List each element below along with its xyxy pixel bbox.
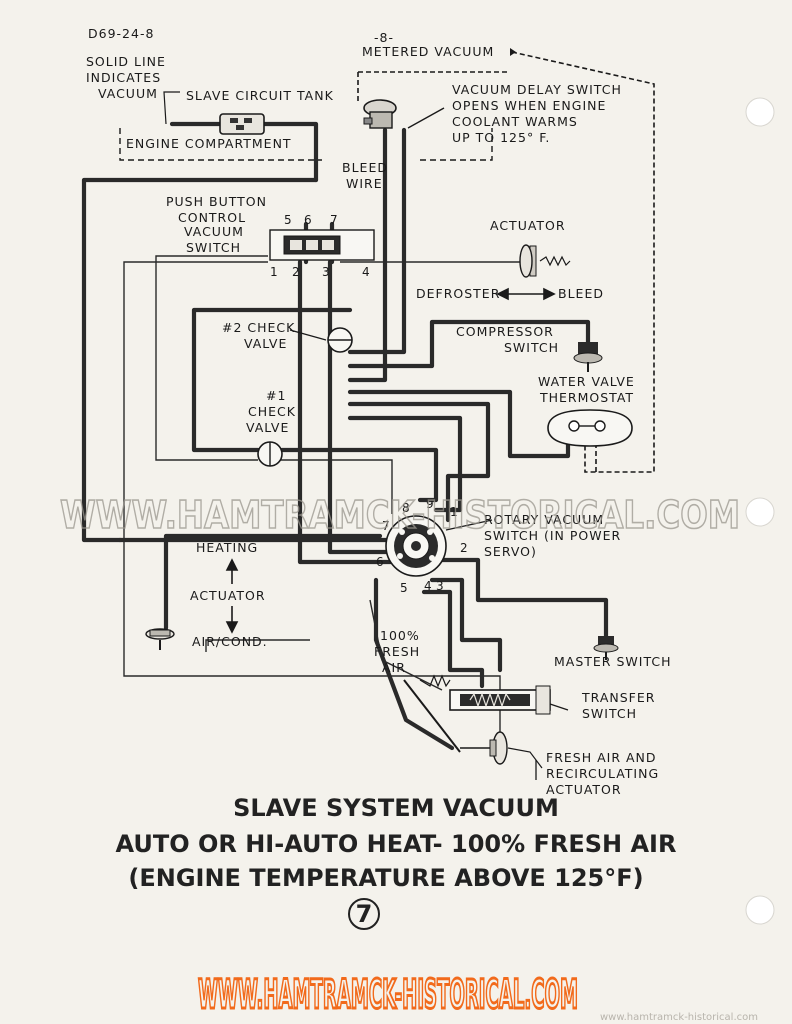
transfer-switch-label-1: TRANSFER <box>581 690 655 705</box>
binder-hole-top <box>745 97 775 127</box>
figure-number-circle <box>348 898 380 930</box>
fresh-air-label-3: AIR <box>382 660 406 675</box>
slave-circuit-tank <box>219 113 265 135</box>
watermark-bottom: WWW.HAMTRAMCK-HISTORICAL.COM <box>198 972 578 1018</box>
binder-hole-middle <box>745 497 775 527</box>
rotary-switch-label-1: ROTARY VACUUM <box>484 512 604 527</box>
push-port-4: 4 <box>362 265 370 279</box>
check-valve-1-label-1: #1 <box>266 388 286 403</box>
fresh-air-label-2: FRESH <box>374 644 420 659</box>
solid-line-label-2: INDICATES <box>86 70 161 85</box>
water-valve-thermostat <box>547 409 633 447</box>
water-valve-label-2: THERMOSTAT <box>539 390 634 405</box>
rotary-port-5: 5 <box>400 581 408 595</box>
transfer-switch <box>419 674 551 715</box>
aircond-label: AIR/COND. <box>192 634 268 649</box>
recirc-actuator-label-1: FRESH AIR AND <box>546 750 657 765</box>
metered-vacuum-dashed-line <box>357 51 655 473</box>
rotary-port-6: 6 <box>376 555 384 569</box>
check-valve-2-label-2: VALVE <box>244 336 287 351</box>
check-valve-1-label-2: CHECK <box>248 404 296 419</box>
rotary-port-8: 8 <box>402 501 410 515</box>
delay-switch-label-3: COOLANT WARMS <box>452 114 578 129</box>
title-line-1: SLAVE SYSTEM VACUUM <box>233 794 559 822</box>
push-button-label-3: VACUUM <box>184 224 244 239</box>
binder-hole-bottom <box>745 895 775 925</box>
push-port-1: 1 <box>270 265 278 279</box>
bleed-wire-label-2: WIRE <box>346 176 383 191</box>
recirculating-actuator <box>460 731 508 765</box>
push-button-label-4: SWITCH <box>186 240 241 255</box>
rotary-port-4: 4 <box>424 579 432 593</box>
rotary-vacuum-switch <box>385 515 447 577</box>
push-port-7: 7 <box>330 213 338 227</box>
water-valve-label-1: WATER VALVE <box>538 374 635 389</box>
delay-switch-label-1: VACUUM DELAY SWITCH <box>452 82 622 97</box>
push-port-3: 3 <box>322 265 330 279</box>
push-port-6: 6 <box>304 213 312 227</box>
metered-vacuum-label: METERED VACUUM <box>362 44 494 59</box>
actuator-top-label: ACTUATOR <box>490 218 566 233</box>
solid-line-label-1: SOLID LINE <box>86 54 166 69</box>
rotary-port-1: 1 <box>450 505 458 519</box>
bleed-label: BLEED <box>558 286 604 301</box>
delay-switch-label-4: UP TO 125° F. <box>452 130 550 145</box>
delay-switch-label-2: OPENS WHEN ENGINE <box>452 98 606 113</box>
watermark-middle: WWW.HAMTRAMCK-HISTORICAL.COM <box>60 493 740 537</box>
push-button-label-1: PUSH BUTTON <box>166 194 267 209</box>
actuator-mid-label: ACTUATOR <box>190 588 266 603</box>
rotary-port-2: 2 <box>460 541 468 555</box>
slave-tank-label: SLAVE CIRCUIT TANK <box>186 88 334 103</box>
bleed-wire-label-1: BLEED <box>342 160 388 175</box>
solid-line-label-3: VACUUM <box>98 86 158 101</box>
compressor-switch-label-2: SWITCH <box>504 340 559 355</box>
master-switch <box>593 636 619 660</box>
defroster-actuator <box>519 244 571 278</box>
title-line-3: (ENGINE TEMPERATURE ABOVE 125°F) <box>128 864 643 892</box>
compressor-switch-label-1: COMPRESSOR <box>456 324 554 339</box>
recirc-actuator-label-3: ACTUATOR <box>546 782 622 797</box>
engine-compartment-label: ENGINE COMPARTMENT <box>126 136 292 151</box>
rotary-port-7: 7 <box>382 519 390 533</box>
figure-number: 7 <box>356 900 373 928</box>
watermark-corner: www.hamtramck-historical.com <box>600 1012 758 1023</box>
compressor-switch <box>573 342 603 372</box>
fresh-air-lever <box>403 679 461 753</box>
defroster-label: DEFROSTER <box>416 286 500 301</box>
push-button-label-2: CONTROL <box>178 210 246 225</box>
metered-vacuum-arrow <box>510 48 516 56</box>
rotary-switch-label-2: SWITCH (IN POWER <box>484 528 621 543</box>
fresh-air-label-1: 100% <box>380 628 420 643</box>
defroster-bleed-arrow <box>496 287 556 301</box>
rotary-port-9: 9 <box>426 497 434 511</box>
check-valve-1-label-3: VALVE <box>246 420 289 435</box>
transfer-switch-label-2: SWITCH <box>582 706 637 721</box>
heating-label: HEATING <box>196 540 258 555</box>
push-port-2: 2 <box>292 265 300 279</box>
recirc-actuator-label-2: RECIRCULATING <box>546 766 659 781</box>
check-valve-2-label-1: #2 CHECK <box>222 320 295 335</box>
heating-aircond-actuator <box>145 628 175 650</box>
title-line-2: AUTO OR HI-AUTO HEAT- 100% FRESH AIR <box>116 830 677 858</box>
page-marker: -8- <box>374 30 394 45</box>
label-pointers <box>163 91 569 769</box>
heating-aircond-arrow <box>225 558 239 634</box>
push-port-5: 5 <box>284 213 292 227</box>
rotary-port-3: 3 <box>436 579 444 593</box>
doc-code: D69-24-8 <box>88 26 154 41</box>
engine-compartment-boundary <box>119 128 493 161</box>
master-switch-label: MASTER SWITCH <box>554 654 671 669</box>
rotary-switch-label-3: SERVO) <box>484 544 537 559</box>
